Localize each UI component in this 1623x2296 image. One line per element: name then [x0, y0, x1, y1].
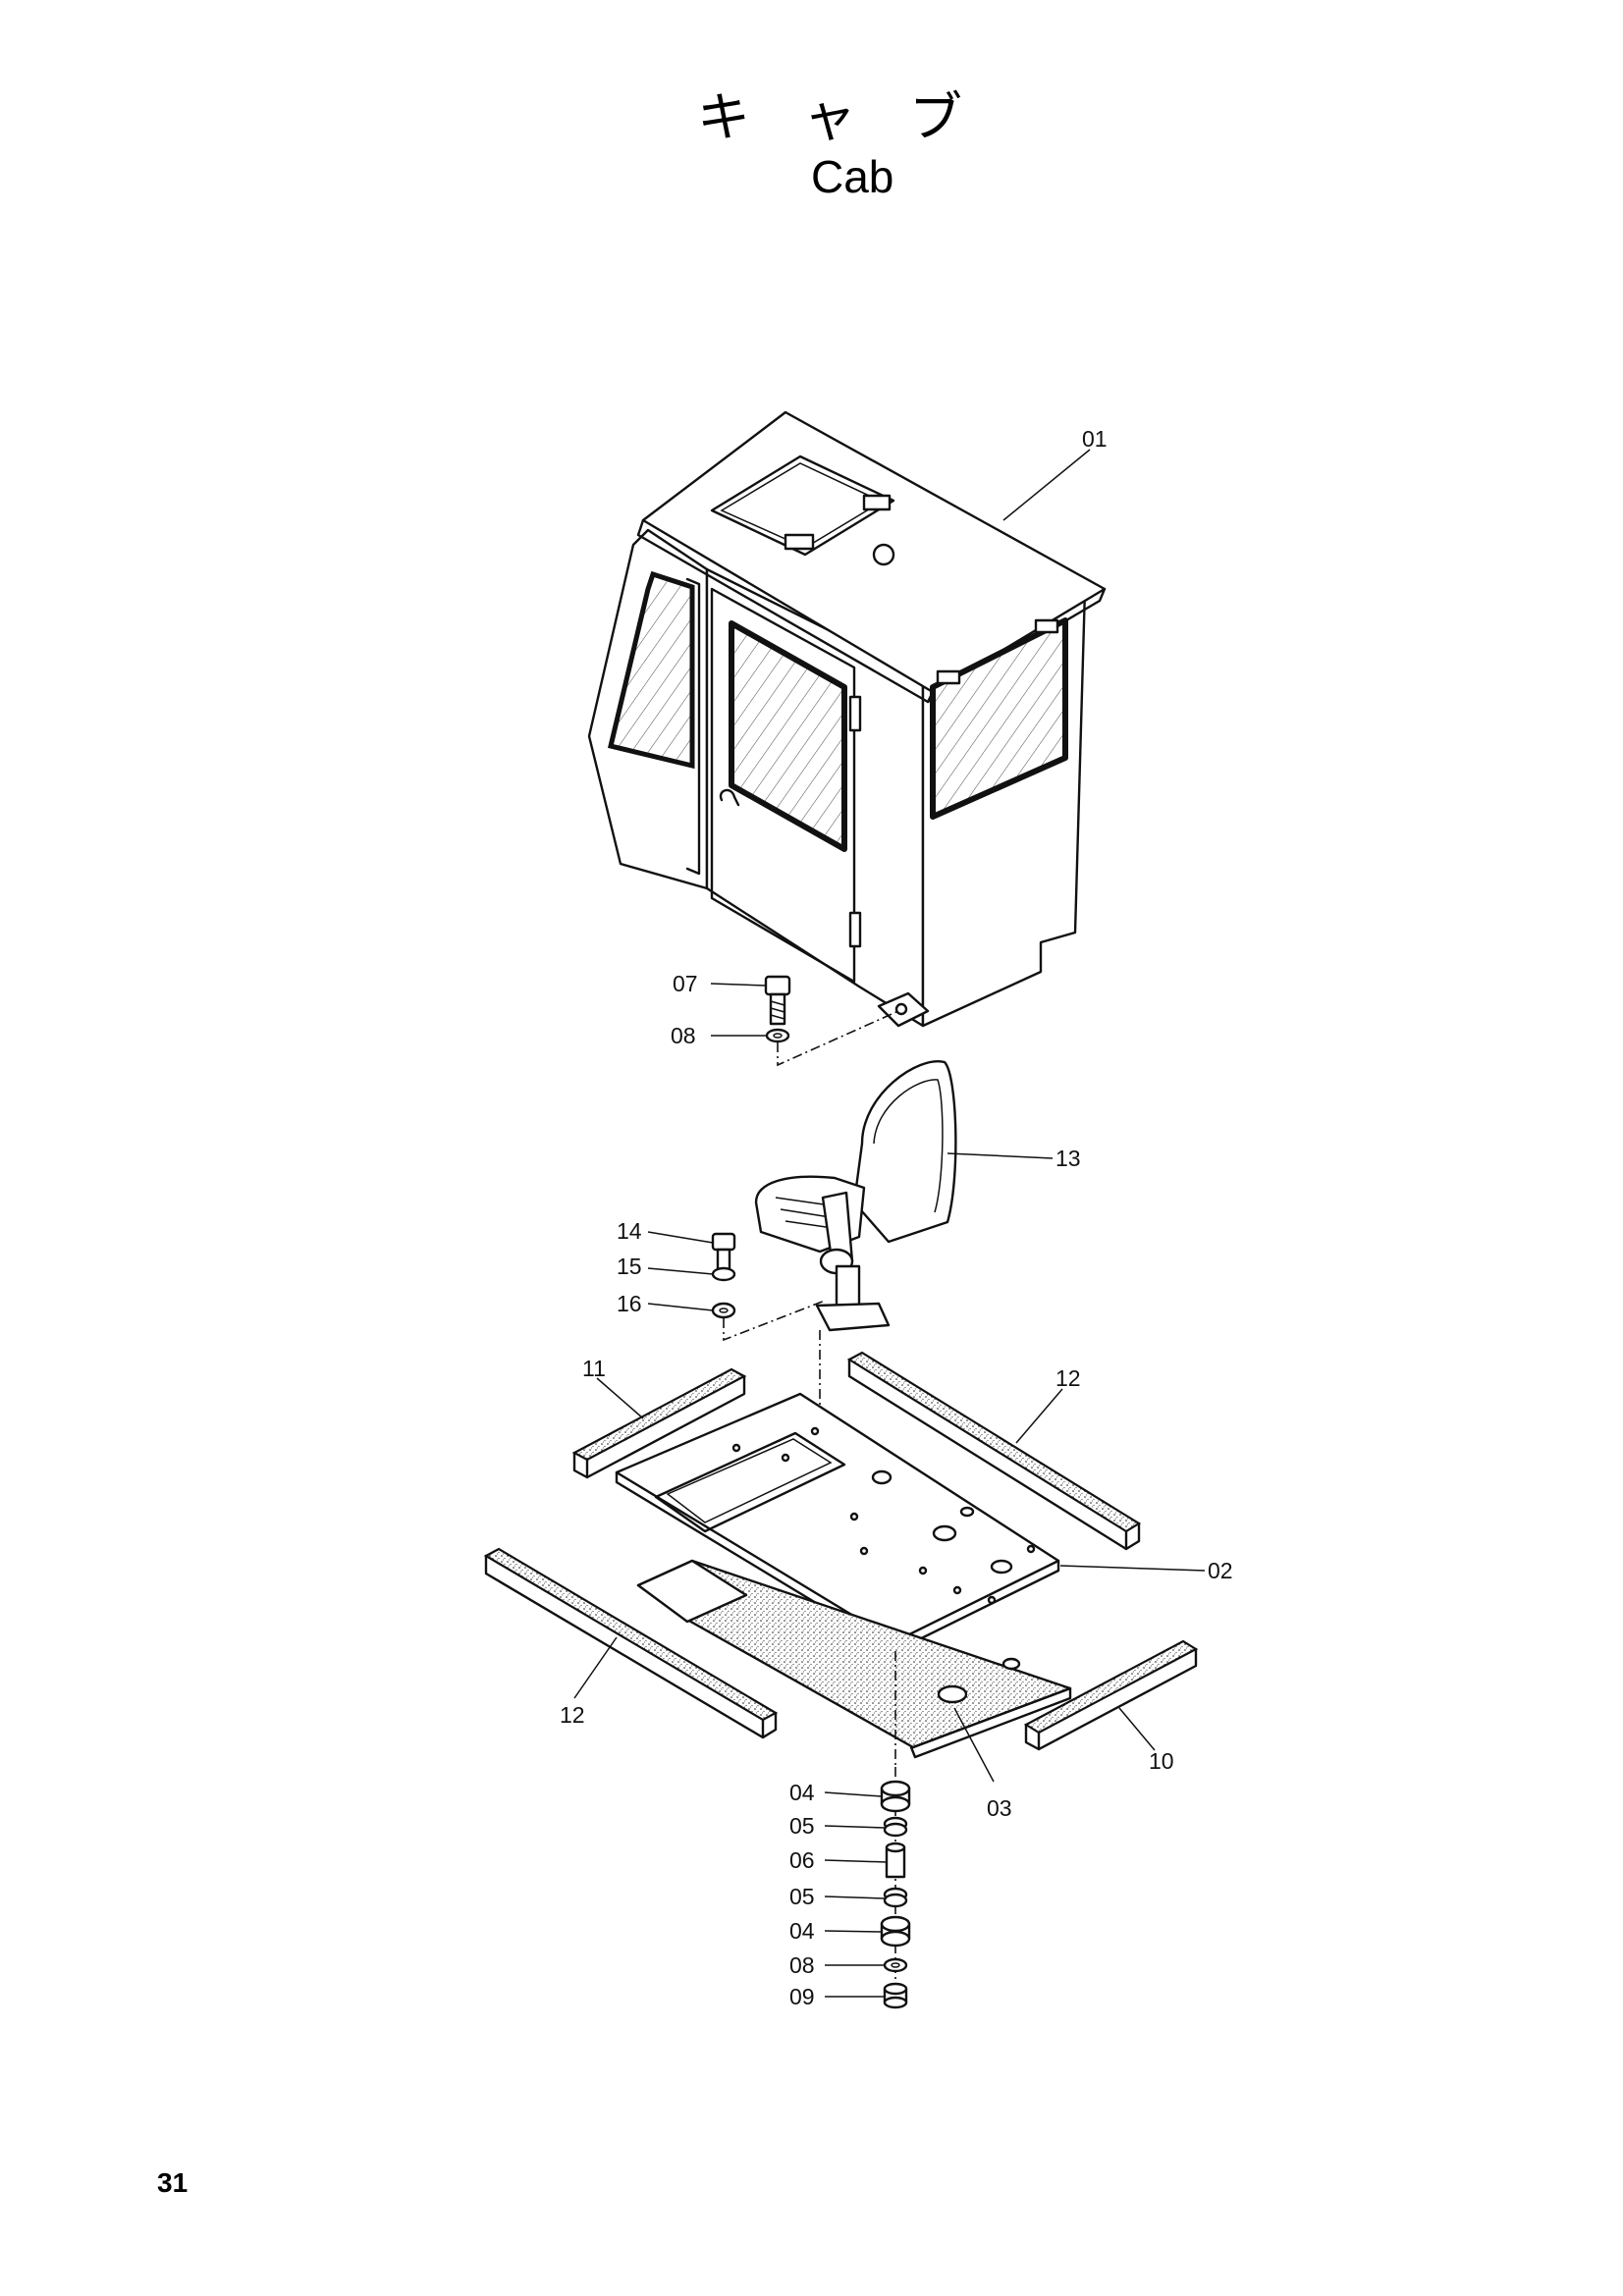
- callout-04-lower: 04: [789, 1918, 815, 1944]
- floor-plate: [615, 1392, 1060, 1653]
- callout-10: 10: [1149, 1748, 1174, 1774]
- callout-03: 03: [987, 1795, 1012, 1821]
- title-english: Cab: [811, 151, 893, 202]
- callout-16: 16: [617, 1291, 642, 1316]
- callout-02: 02: [1208, 1558, 1233, 1583]
- callout-14: 14: [617, 1218, 642, 1244]
- callout-12-right: 12: [1055, 1365, 1081, 1391]
- cab-mount-bolt-group: [764, 975, 899, 1067]
- callout-labels: 01 02 03 07 08 13 14 15 16 11 12 12 10 0…: [560, 426, 1233, 2009]
- callout-15: 15: [617, 1254, 642, 1279]
- seat-assembly: [754, 1060, 957, 1332]
- callout-11: 11: [582, 1356, 606, 1381]
- callout-07: 07: [673, 971, 698, 996]
- page-number: 31: [157, 2167, 188, 2198]
- cab-assembly: [587, 410, 1107, 1028]
- callout-13: 13: [1055, 1146, 1081, 1171]
- callout-04-upper: 04: [789, 1780, 815, 1805]
- callout-06: 06: [789, 1847, 815, 1873]
- leader-lines: [573, 449, 1206, 1998]
- callout-05-lower: 05: [789, 1884, 815, 1909]
- callout-09: 09: [789, 1984, 815, 2009]
- rail-12-right: [846, 1351, 1142, 1551]
- rail-12-left: [483, 1547, 779, 1739]
- callout-01: 01: [1082, 426, 1108, 452]
- title-japanese: キ ャ ブ: [697, 86, 962, 148]
- callout-08-stack: 08: [789, 1952, 815, 1978]
- mount-stack: [880, 1767, 911, 2009]
- rail-10: [1023, 1639, 1199, 1751]
- floor-mat: [636, 1559, 1072, 1767]
- callout-12-left: 12: [560, 1702, 585, 1728]
- rail-11: [571, 1367, 747, 1479]
- callout-05-upper: 05: [789, 1813, 815, 1839]
- callout-08-cab: 08: [671, 1023, 696, 1048]
